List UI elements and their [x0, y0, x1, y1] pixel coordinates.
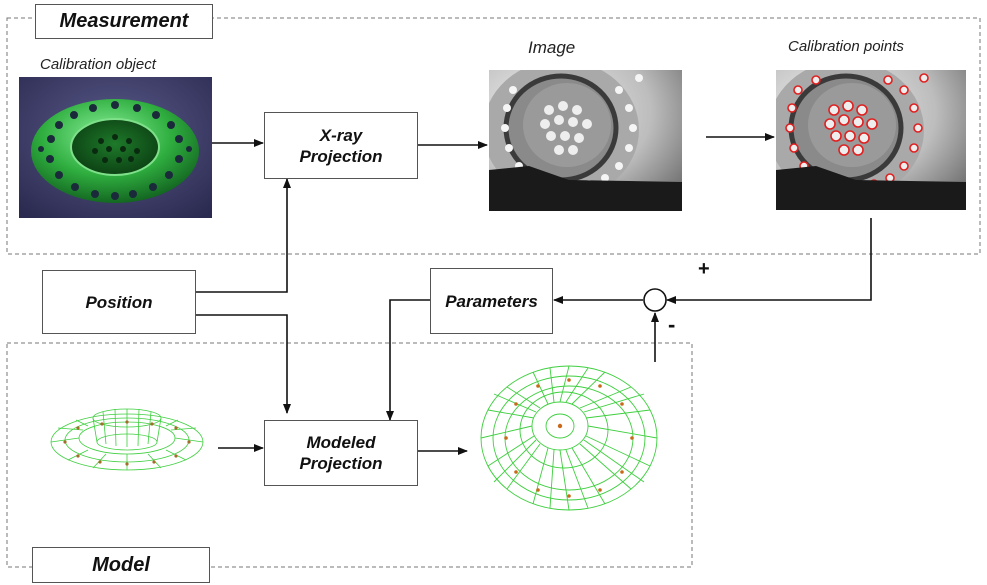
calibration-object-photo	[19, 77, 212, 218]
xray-projection-box: X-ray Projection	[264, 112, 418, 179]
calibration-points-label: Calibration points	[788, 38, 904, 55]
model-title: Model	[32, 547, 210, 583]
calibration-points-image	[776, 70, 966, 210]
arrow-position-to-xray	[196, 178, 291, 293]
xray-projection-line2: Projection	[299, 146, 383, 166]
arrow-position-to-modeled	[196, 314, 291, 414]
parameters-box: Parameters	[430, 268, 553, 334]
modeled-projection-line1: Modeled	[306, 433, 376, 452]
xray-projection-line1: X-ray	[319, 125, 363, 145]
modeled-projection-line2: Projection	[299, 454, 383, 473]
arrow-parameters-to-modeled	[386, 299, 430, 421]
measurement-region	[6, 17, 981, 255]
minus-sign: -	[668, 312, 676, 337]
image-label: Image	[528, 38, 576, 57]
calibration-object-label: Calibration object	[40, 56, 156, 73]
3d-model-wireframe	[48, 398, 206, 480]
comparator-circle	[643, 288, 667, 312]
modeled-projection-box: Modeled Projection	[264, 420, 418, 486]
measurement-title: Measurement	[35, 4, 213, 39]
arrow-points-to-comparator	[666, 218, 872, 304]
xray-image	[489, 70, 682, 211]
position-box: Position	[42, 270, 196, 334]
plus-sign: +	[698, 258, 710, 280]
projected-mesh	[478, 360, 660, 512]
